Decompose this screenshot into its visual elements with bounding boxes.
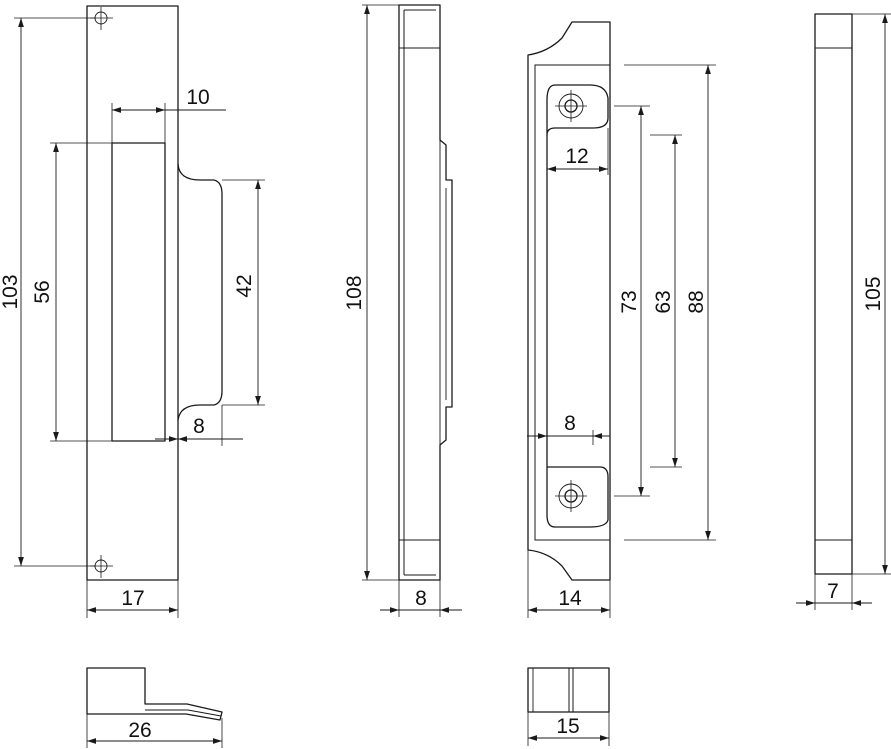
strike-plate-bottom-view: 26 xyxy=(86,667,223,748)
dim-plate-width: 17 xyxy=(121,587,144,610)
strike-plate-side-view: 108 8 xyxy=(343,4,462,617)
dim-side-depth: 8 xyxy=(415,587,427,610)
dim-slot-width: 10 xyxy=(186,86,209,109)
strike-plate-front-view: 103 56 10 42 8 17 xyxy=(0,5,265,618)
dim-lip-height: 42 xyxy=(233,274,256,297)
dim-box-top-width: 12 xyxy=(565,145,588,168)
keeper-box-front-view: 88 73 63 12 8 14 xyxy=(527,21,716,618)
keeper-box-bottom-view: 15 xyxy=(527,667,610,746)
profile-side-view: 105 7 xyxy=(796,13,891,610)
box-bottom-screw-hole xyxy=(555,480,587,512)
dim-slot-height: 56 xyxy=(31,280,54,303)
dim-box-width: 14 xyxy=(558,587,582,610)
dim-side-height: 108 xyxy=(343,275,366,310)
dim-bottom-strike-width: 26 xyxy=(128,719,151,742)
box-top-screw-hole xyxy=(555,90,587,122)
dim-strike-height: 103 xyxy=(0,274,22,309)
dim-profile-height: 105 xyxy=(862,276,885,311)
top-screw-hole xyxy=(90,7,113,30)
dim-box-outer-height: 88 xyxy=(685,290,708,313)
dim-bottom-box-width: 15 xyxy=(556,715,579,738)
dim-lip-offset: 8 xyxy=(193,415,205,438)
bottom-screw-hole xyxy=(90,555,113,578)
dim-box-hole-spacing: 73 xyxy=(618,290,641,313)
dim-box-slot-width: 8 xyxy=(564,412,576,435)
dim-box-inner-height: 63 xyxy=(652,290,675,313)
dim-profile-width: 7 xyxy=(827,580,839,603)
